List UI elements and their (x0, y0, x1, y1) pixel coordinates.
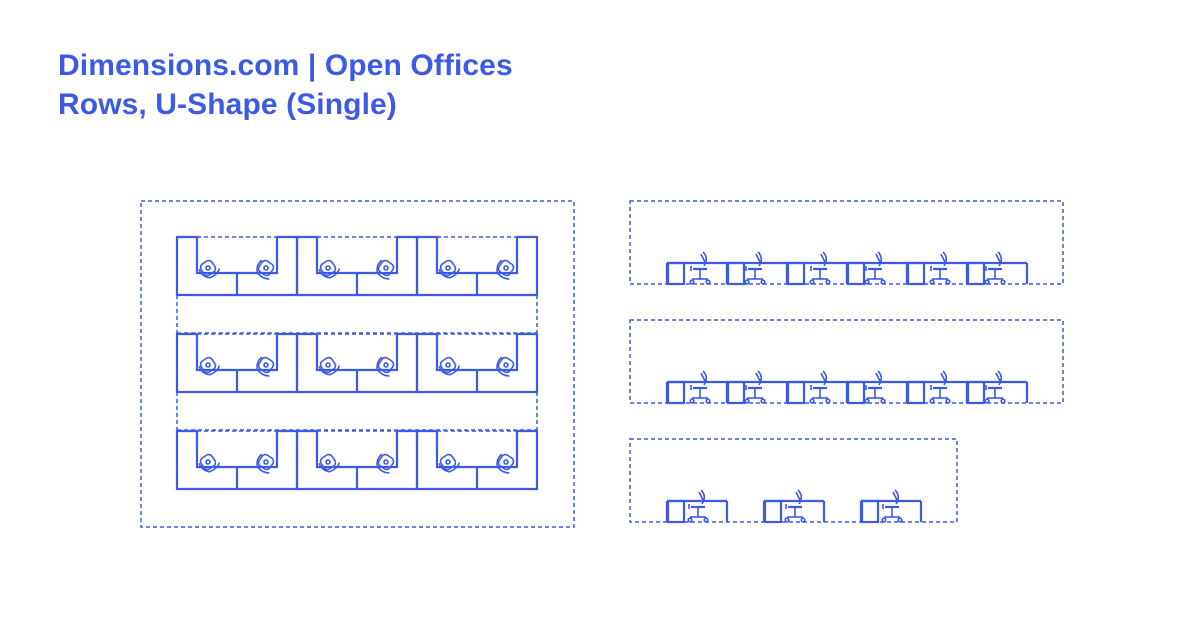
elevation-boundary (629, 438, 958, 523)
chair-icon (438, 453, 461, 473)
chair-icon (689, 370, 711, 404)
drawer-unit (763, 499, 783, 524)
elevation-view (629, 319, 1064, 405)
chair-icon (929, 251, 951, 285)
drawer-unit (666, 380, 686, 405)
elevation-boundary (629, 200, 1064, 285)
elevation-views (629, 200, 1064, 524)
chair-icon (376, 453, 395, 474)
u-shape-unit (415, 332, 539, 394)
drawer-unit (966, 261, 986, 286)
plan-view (140, 200, 575, 528)
workstation-elevation (905, 370, 969, 405)
chair-icon (496, 453, 515, 474)
workstation-elevation (785, 370, 849, 405)
chair-icon (438, 356, 461, 376)
workstation-elevation (785, 251, 849, 286)
chair-icon (984, 370, 1006, 404)
workstation-elevation (665, 251, 729, 286)
chair-icon (198, 356, 221, 376)
drawer-unit (786, 261, 806, 286)
drawer-unit (966, 380, 986, 405)
workstation-elevation (965, 251, 1029, 286)
drawer-unit (666, 261, 686, 286)
chair-icon (744, 251, 766, 285)
elevation-view (629, 438, 958, 524)
drawer-unit (846, 261, 866, 286)
drawer-unit (726, 380, 746, 405)
u-shape-unit (295, 429, 419, 491)
elevation-view (629, 200, 1064, 286)
chair-icon (864, 251, 886, 285)
chair-icon (438, 259, 461, 279)
drawer-unit (860, 499, 880, 524)
chair-icon (689, 251, 711, 285)
chair-icon (318, 356, 341, 376)
workstation-row (175, 332, 539, 394)
workstation-elevation (859, 489, 923, 524)
workstation-row (175, 429, 539, 491)
workstation-elevation (845, 251, 909, 286)
workstation-elevation (845, 370, 909, 405)
u-shape-unit (415, 235, 539, 297)
chair-icon (864, 370, 886, 404)
workstation-elevation (762, 489, 826, 524)
elevation-boundary (629, 319, 1064, 404)
drawer-unit (786, 380, 806, 405)
chair-icon (318, 453, 341, 473)
title-line-2: Rows, U-Shape (Single) (58, 88, 397, 121)
chair-icon (809, 251, 831, 285)
u-shape-unit (295, 332, 419, 394)
workstation-elevation (725, 370, 789, 405)
drawer-unit (726, 261, 746, 286)
chair-icon (198, 453, 221, 473)
chair-icon (496, 259, 515, 280)
chair-icon (881, 489, 903, 523)
chair-icon (376, 259, 395, 280)
u-shape-unit (295, 235, 419, 297)
u-shape-unit (175, 235, 299, 297)
title-line-1: Dimensions.com | Open Offices (58, 49, 513, 82)
workstation-elevation (725, 251, 789, 286)
plan-boundary (140, 200, 575, 528)
chair-icon (784, 489, 806, 523)
chair-icon (809, 370, 831, 404)
workstation-elevation (965, 370, 1029, 405)
chair-icon (256, 356, 275, 377)
chair-icon (687, 489, 709, 523)
workstation-elevation (665, 489, 729, 524)
chair-icon (984, 251, 1006, 285)
workstation-elevation (665, 370, 729, 405)
chair-icon (256, 259, 275, 280)
chair-icon (929, 370, 951, 404)
u-shape-unit (415, 429, 539, 491)
workstation-elevation (905, 251, 969, 286)
drawer-unit (846, 380, 866, 405)
u-shape-unit (175, 332, 299, 394)
u-shape-unit (175, 429, 299, 491)
chair-icon (198, 259, 221, 279)
drawer-unit (906, 261, 926, 286)
chair-icon (376, 356, 395, 377)
chair-icon (318, 259, 341, 279)
page-title: Dimensions.com | Open Offices Rows, U-Sh… (58, 46, 513, 124)
workstation-row (175, 235, 539, 297)
drawer-unit (906, 380, 926, 405)
chair-icon (256, 453, 275, 474)
chair-icon (496, 356, 515, 377)
drawer-unit (666, 499, 686, 524)
chair-icon (744, 370, 766, 404)
